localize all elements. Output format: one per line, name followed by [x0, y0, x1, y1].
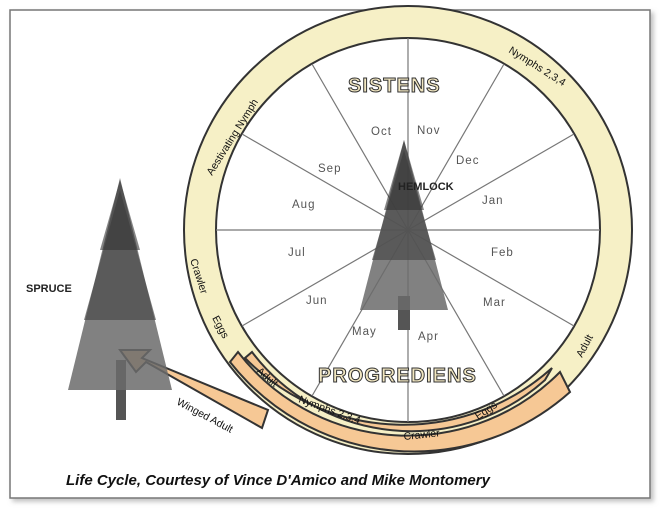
month-label: May	[352, 326, 377, 338]
month-label: Oct	[371, 126, 392, 138]
month-label: Jan	[482, 195, 504, 207]
month-label: Dec	[456, 155, 479, 167]
spruce-tree-icon	[68, 178, 172, 420]
month-label: Jun	[306, 295, 328, 307]
month-label: Aug	[292, 199, 315, 211]
progrediens-crawler-label: Crawler	[403, 427, 441, 443]
sistens-title: SISTENS	[348, 75, 441, 97]
month-label: Nov	[417, 125, 440, 137]
month-labels: Oct Nov Dec Jan Feb Mar Apr May Jun Jul …	[288, 125, 514, 343]
month-label: Apr	[418, 331, 439, 343]
hemlock-label: HEMLOCK	[398, 181, 454, 193]
month-label: Jul	[288, 247, 306, 259]
progrediens-title: PROGREDIENS	[318, 365, 477, 387]
hemlock-tree-icon	[360, 140, 448, 330]
month-label: Mar	[483, 297, 506, 309]
month-label: Feb	[491, 247, 514, 259]
spruce-label: SPRUCE	[26, 283, 72, 295]
month-label: Sep	[318, 163, 341, 175]
figure-caption: Life Cycle, Courtesy of Vince D'Amico an…	[66, 472, 491, 489]
